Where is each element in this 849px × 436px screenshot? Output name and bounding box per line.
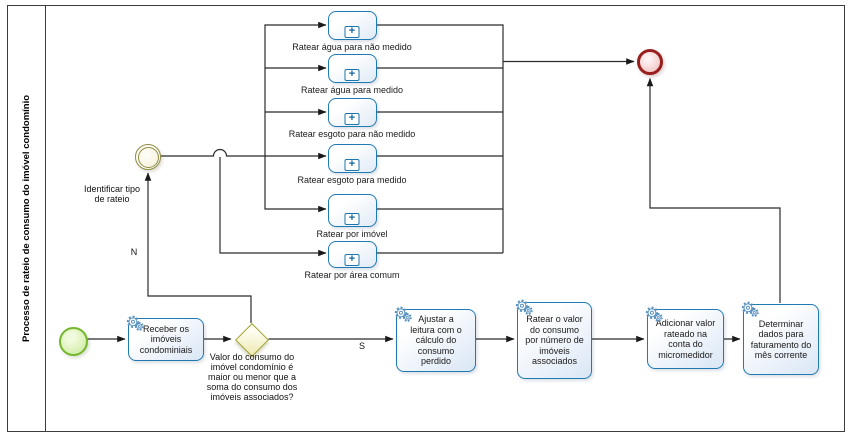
pool-header: Processo de rateio de consumo do imóvel … [8,6,46,431]
start-event[interactable] [59,327,88,356]
task-adicionar-valor[interactable]: Adicionar valor rateado na conta do micr… [645,306,724,369]
flow-gateway-n-to-intermediate [144,172,252,323]
task-label: Ratear o valor do consumo por número de … [525,314,584,367]
expand-icon[interactable]: + [344,68,360,81]
gear-icon [741,301,759,317]
task-receber-imoveis[interactable]: Receber os imóveis condominiais [126,315,204,361]
subprocess-label: Ratear por imóvel [316,229,388,239]
task-label: Receber os imóveis condominiais [139,323,193,355]
expand-icon[interactable]: + [344,158,360,171]
expand-icon[interactable]: + [344,112,360,125]
intermediate-event-ring [137,146,159,168]
subprocess-ratear-agua-medido[interactable]: + [327,54,377,83]
branch-label-s: S [358,341,365,351]
subprocess-label: Ratear por área comum [304,270,400,280]
expand-icon[interactable]: + [344,212,360,225]
gear-icon [126,315,144,331]
subprocess-ratear-agua-nao-medido[interactable]: + [327,11,377,40]
expand-icon[interactable]: + [344,25,360,38]
flow-intermediate-to-sub4 [161,148,327,160]
expand-icon[interactable]: + [344,253,360,266]
subprocess-ratear-por-imovel[interactable]: + [327,194,377,227]
task-ratear-valor[interactable]: Ratear o valor do consumo por número de … [515,299,592,379]
subprocess-label: Ratear água para não medido [292,42,412,52]
gateway-question-label: Valor do consumo do imóvel condomínio é … [206,352,298,402]
subprocess-ratear-por-area-comum[interactable]: + [327,241,377,268]
subprocess-ratear-esgoto-medido[interactable]: + [327,144,377,173]
task-label: Determinar dados para faturamento do mês… [750,318,812,361]
intermediate-event-label: Identificar tipo de rateio [83,184,141,204]
task-ajustar-leitura[interactable]: Ajustar a leitura com o cálculo do consu… [394,306,476,372]
end-event[interactable] [637,49,663,75]
intermediate-event[interactable] [135,144,161,170]
subprocess-ratear-esgoto-nao-medido[interactable]: + [327,98,377,127]
subprocess-label: Ratear água para medido [300,85,404,95]
flow-branch-to-sub6 [219,157,327,257]
flow-branch-to-sub5 [264,156,327,213]
flow-determinar-to-end [646,77,781,303]
subprocess-label: Ratear esgoto para medido [297,175,407,185]
task-label: Ajustar a leitura com o cálculo do consu… [410,314,462,367]
gear-icon [515,299,533,315]
subprocess-label: Ratear esgoto para não medido [288,129,416,139]
task-determinar-dados[interactable]: Determinar dados para faturamento do mês… [741,301,819,375]
branch-label-n: N [130,247,138,257]
gear-icon [394,306,412,322]
flow-sub-outputs-trunk [374,24,504,254]
task-label: Adicionar valor rateado na conta do micr… [655,318,716,360]
gear-icon [645,306,663,322]
